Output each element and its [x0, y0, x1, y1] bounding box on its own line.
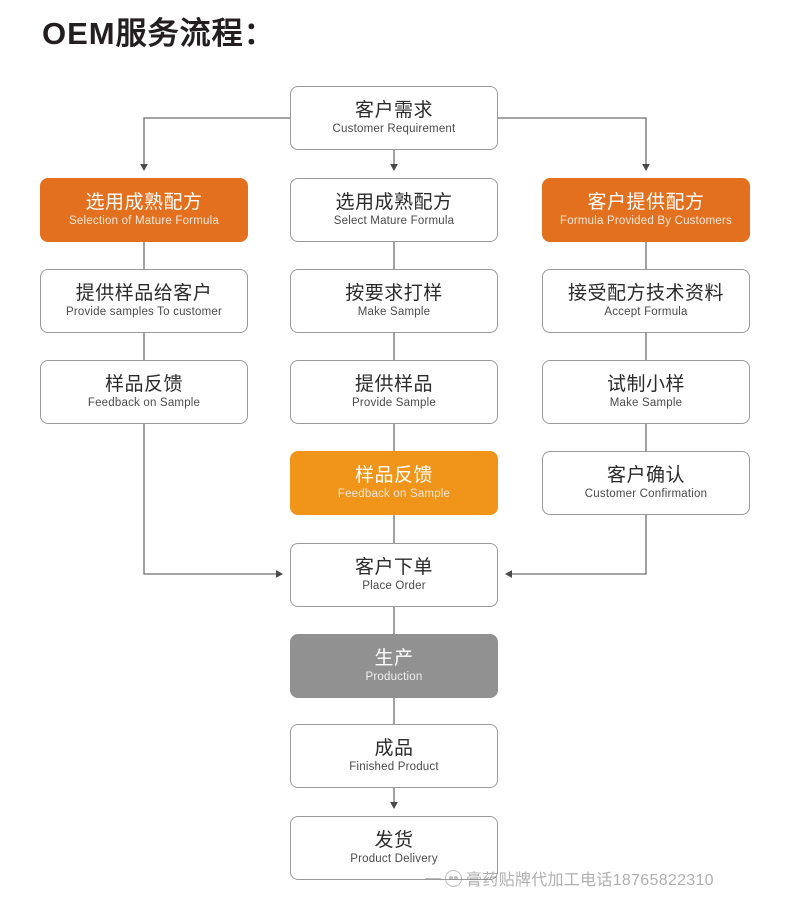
node-label-cn: 成品	[374, 737, 414, 759]
node-label-cn: 客户确认	[606, 464, 685, 486]
node-label-en: Customer Confirmation	[584, 488, 708, 501]
node-label-en: Place Order	[362, 580, 426, 593]
node-customer-requirement[interactable]: 客户需求 Customer Requirement	[290, 86, 498, 150]
page-title: OEM服务流程：	[42, 16, 276, 51]
node-label-cn: 样品反馈	[104, 373, 183, 395]
node-label-cn: 选用成熟配方	[85, 191, 203, 213]
node-feedback-on-sample-center[interactable]: 样品反馈 Feedback on Sample	[290, 451, 498, 515]
node-label-en: Provide samples To customer	[65, 306, 223, 319]
node-label-en: Provide Sample	[352, 397, 436, 410]
node-label-cn: 客户下单	[354, 556, 433, 578]
watermark-text: 膏药贴牌代加工电话18765822310	[466, 872, 714, 889]
node-selection-of-mature-formula[interactable]: 选用成熟配方 Selection of Mature Formula	[40, 178, 248, 242]
node-label-cn: 客户提供配方	[587, 191, 705, 213]
node-label-en: Feedback on Sample	[337, 488, 451, 501]
node-label-en: Production	[365, 671, 423, 684]
node-label-en: Feedback on Sample	[87, 397, 201, 410]
wechat-circle-icon	[445, 869, 462, 887]
node-label-cn: 按要求打样	[345, 282, 443, 304]
node-label-cn: 提供样品给客户	[75, 282, 213, 304]
node-label-cn: 试制小样	[606, 373, 685, 395]
node-label-cn: 生产	[374, 647, 414, 669]
node-formula-provided-by-customers[interactable]: 客户提供配方 Formula Provided By Customers	[542, 178, 750, 242]
node-label-en: Selection of Mature Formula	[69, 215, 219, 228]
node-select-mature-formula[interactable]: 选用成熟配方 Select Mature Formula	[290, 178, 498, 242]
node-label-cn: 选用成熟配方	[335, 191, 453, 213]
node-label-en: Accept Formula	[604, 306, 688, 319]
node-finished-product[interactable]: 成品 Finished Product	[290, 724, 498, 788]
node-accept-formula[interactable]: 接受配方技术资料 Accept Formula	[542, 269, 750, 333]
node-feedback-on-sample-left[interactable]: 样品反馈 Feedback on Sample	[40, 360, 248, 424]
node-place-order[interactable]: 客户下单 Place Order	[290, 543, 498, 607]
node-label-en: Formula Provided By Customers	[560, 215, 732, 228]
node-label-en: Product Delivery	[350, 853, 438, 866]
node-make-sample-trial[interactable]: 试制小样 Make Sample	[542, 360, 750, 424]
watermark-dash	[425, 877, 441, 879]
node-provide-samples-to-customer[interactable]: 提供样品给客户 Provide samples To customer	[40, 269, 248, 333]
node-label-cn: 接受配方技术资料	[567, 282, 724, 304]
node-label-cn: 提供样品	[354, 373, 433, 395]
node-label-cn: 客户需求	[354, 99, 433, 121]
node-label-en: Make Sample	[357, 306, 431, 319]
node-label-cn: 发货	[374, 829, 414, 851]
node-label-en: Finished Product	[349, 761, 439, 774]
node-customer-confirmation[interactable]: 客户确认 Customer Confirmation	[542, 451, 750, 515]
watermark: 膏药贴牌代加工电话18765822310	[425, 866, 714, 890]
node-label-cn: 样品反馈	[354, 464, 433, 486]
node-make-sample-by-requirement[interactable]: 按要求打样 Make Sample	[290, 269, 498, 333]
node-production[interactable]: 生产 Production	[290, 634, 498, 698]
node-label-en: Customer Requirement	[332, 123, 456, 136]
node-product-delivery[interactable]: 发货 Product Delivery	[290, 816, 498, 880]
node-label-en: Make Sample	[609, 397, 683, 410]
node-label-en: Select Mature Formula	[333, 215, 455, 228]
node-provide-sample[interactable]: 提供样品 Provide Sample	[290, 360, 498, 424]
